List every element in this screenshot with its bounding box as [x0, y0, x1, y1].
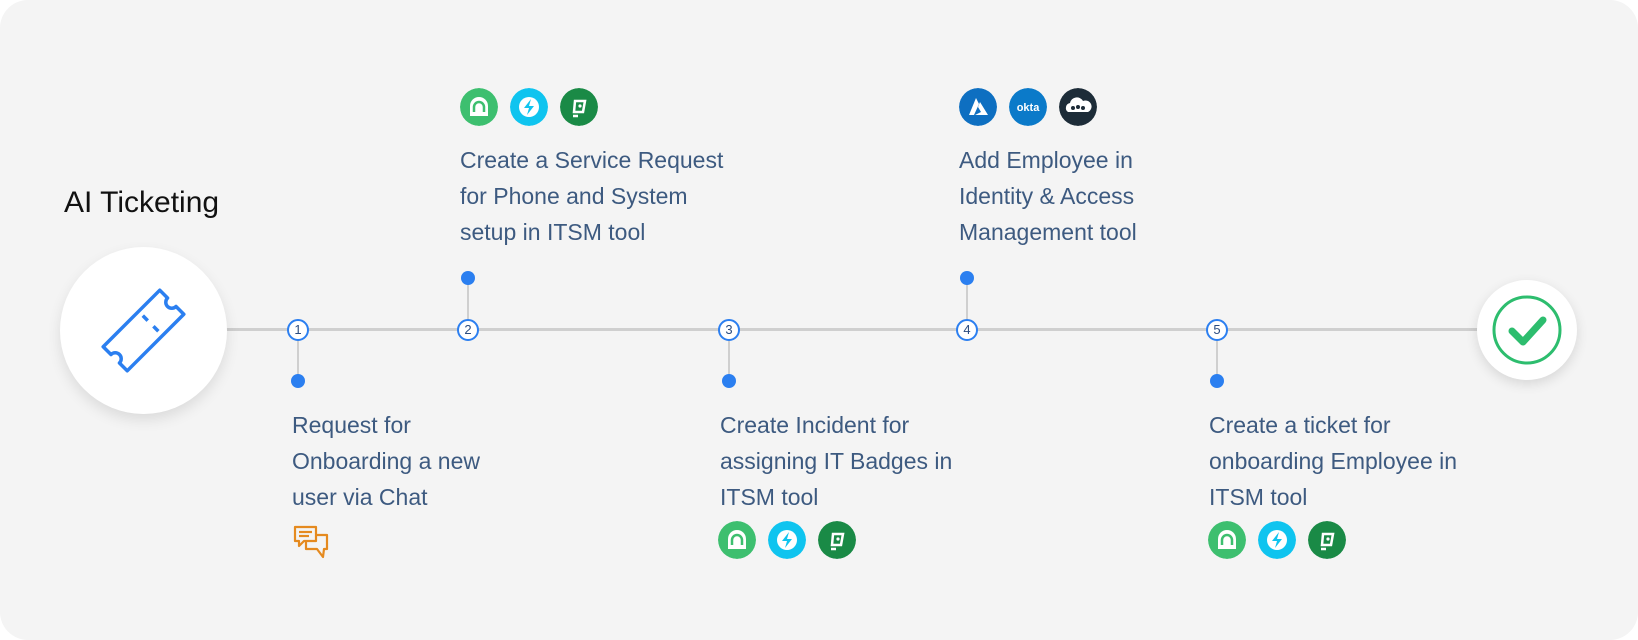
- page-title: AI Ticketing: [64, 186, 220, 219]
- step-4-tools: okta: [959, 88, 1097, 126]
- step-2-tools: [460, 88, 598, 126]
- step-1-text: Request for Onboarding a new user via Ch…: [292, 407, 592, 515]
- step-5-stem: [1216, 341, 1218, 381]
- step-2-line-2: for Phone and System: [460, 183, 688, 209]
- step-4-line-2: Identity & Access: [959, 183, 1135, 209]
- step-2-dot: [461, 271, 475, 285]
- check-icon: [1492, 295, 1562, 365]
- step-1-line-3: user via Chat: [292, 484, 428, 510]
- freshservice-icon: [1208, 521, 1246, 559]
- step-1-line-1: Request for: [292, 412, 411, 438]
- ticket-icon: [101, 288, 186, 373]
- freshservice-icon: [718, 521, 756, 559]
- step-1-node: 1: [287, 319, 309, 341]
- step-3-dot: [722, 374, 736, 388]
- freshservice-icon: [460, 88, 498, 126]
- step-4-node: 4: [956, 319, 978, 341]
- freshdesk-icon: [768, 521, 806, 559]
- chat-icon: [293, 525, 329, 559]
- step-3-line-3: ITSM tool: [720, 484, 819, 510]
- step-2-line-1: Create a Service Request: [460, 147, 724, 173]
- timeline-line: [220, 328, 1480, 331]
- step-5-node: 5: [1206, 319, 1228, 341]
- step-5-dot: [1210, 374, 1224, 388]
- step-5-text: Create a ticket for onboarding Employee …: [1209, 407, 1509, 515]
- step-5-line-3: ITSM tool: [1209, 484, 1308, 510]
- okta-icon: okta: [1009, 88, 1047, 126]
- step-3-line-2: assigning IT Badges in: [720, 448, 953, 474]
- step-2-stem: [467, 283, 469, 319]
- step-4-line-1: Add Employee in: [959, 147, 1133, 173]
- freshdesk-icon: [510, 88, 548, 126]
- servicenow-icon: [560, 88, 598, 126]
- step-4-stem: [966, 283, 968, 319]
- step-2-line-3: setup in ITSM tool: [460, 219, 646, 245]
- step-2-node: 2: [457, 319, 479, 341]
- step-3-stem: [728, 341, 730, 381]
- onelogin-icon: [1059, 88, 1097, 126]
- step-1-stem: [297, 341, 299, 381]
- end-success-node: [1477, 280, 1577, 380]
- azure-icon: [959, 88, 997, 126]
- step-3-tools: [718, 521, 856, 559]
- step-4-text: Add Employee in Identity & Access Manage…: [959, 142, 1259, 250]
- step-3-node: 3: [718, 319, 740, 341]
- freshdesk-icon: [1258, 521, 1296, 559]
- step-4-line-3: Management tool: [959, 219, 1137, 245]
- step-1-dot: [291, 374, 305, 388]
- servicenow-icon: [818, 521, 856, 559]
- step-3-line-1: Create Incident for: [720, 412, 910, 438]
- step-5-line-1: Create a ticket for: [1209, 412, 1391, 438]
- step-4-dot: [960, 271, 974, 285]
- step-3-text: Create Incident for assigning IT Badges …: [720, 407, 1020, 515]
- step-5-tools: [1208, 521, 1346, 559]
- okta-label: okta: [1017, 102, 1041, 114]
- step-2-text: Create a Service Request for Phone and S…: [460, 142, 760, 250]
- servicenow-icon: [1308, 521, 1346, 559]
- step-1-line-2: Onboarding a new: [292, 448, 480, 474]
- start-ticket-node: [60, 247, 227, 414]
- step-5-line-2: onboarding Employee in: [1209, 448, 1458, 474]
